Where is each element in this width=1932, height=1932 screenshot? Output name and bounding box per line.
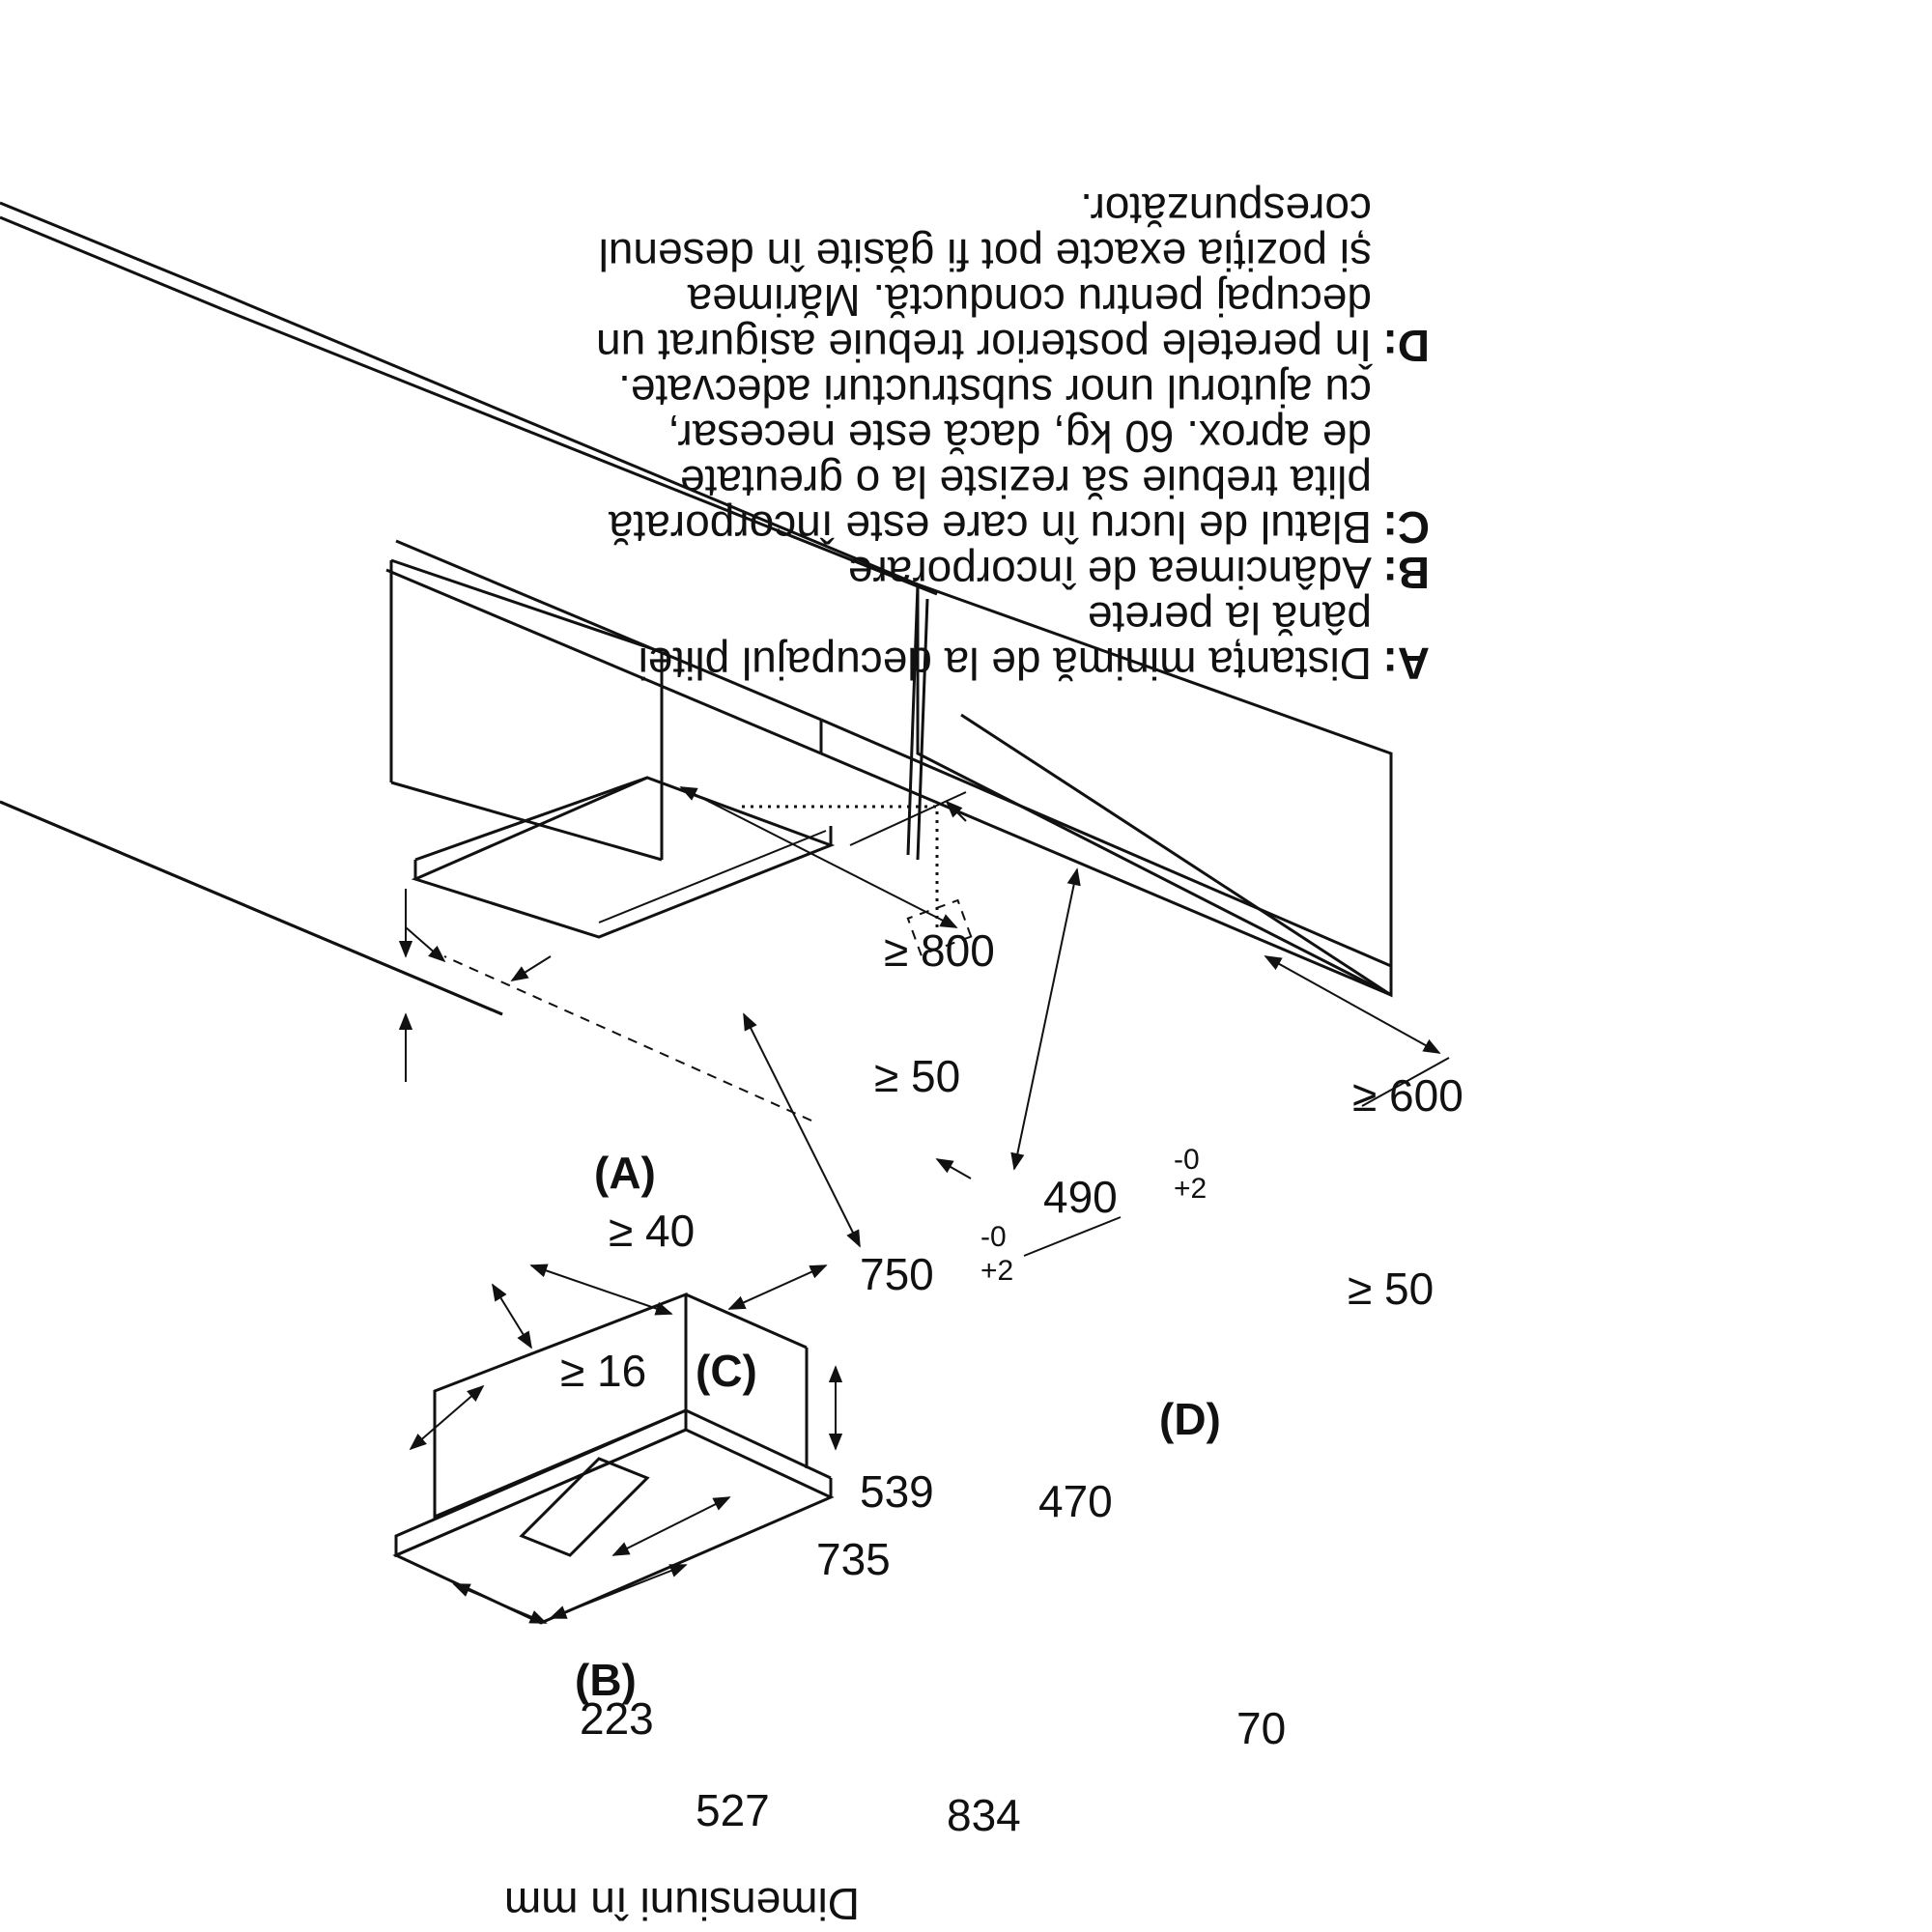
duct-cutout: [906, 898, 973, 956]
label-frame-height: 70: [1236, 1703, 1286, 1753]
dim-line-490: [1010, 867, 1081, 1171]
label-cutout-depth-tol-plus: +2: [1174, 1173, 1207, 1205]
dim-line-223: [409, 1384, 485, 1451]
label-glass-depth: 527: [696, 1785, 770, 1835]
label-cutout-width-tol-minus: -0: [980, 1221, 1007, 1253]
dim-line-600: [1264, 955, 1441, 1054]
worktop-front-edge-top: [820, 718, 1392, 968]
label-cutout-depth-tol-minus: -0: [1174, 1144, 1200, 1176]
label-unit-height-ref: (B): [575, 1655, 637, 1705]
label-min-wall-width: ≥ 800: [884, 925, 995, 976]
label-worktop-thickness: ≥ 16: [560, 1346, 646, 1396]
label-side-gap: ≥ 50: [1348, 1264, 1434, 1314]
hood-unit: [392, 1264, 843, 1625]
label-front-gap-ref: (A): [594, 1148, 656, 1198]
worktop-assembly: [0, 201, 1393, 1122]
label-glass-width: 834: [947, 1790, 1021, 1840]
worktop-front-line: [385, 568, 822, 755]
cabinet-top-edge-inner: [221, 307, 938, 596]
dimension-labels: ≥ 800 ≥ 50 ≥ 600 490 +2 -0 750 +2 -0 ≥ 5…: [560, 925, 1463, 1840]
dim-line-735: [492, 1283, 532, 1350]
label-unit-width-rear: 539: [860, 1466, 934, 1517]
label-front-gap: ≥ 40: [609, 1206, 695, 1256]
label-cutout-width: 750: [860, 1249, 934, 1299]
dashed-projection: [443, 955, 812, 1122]
cabinet-top-edge-ext: [0, 201, 213, 292]
label-cutout-width-tol-plus: +2: [980, 1255, 1013, 1287]
label-duct-ref: (D): [1159, 1394, 1221, 1444]
dim-line-527: [452, 1583, 548, 1624]
caption: Dimensiuni în mm: [503, 1879, 860, 1929]
label-worktop-ref: (C): [696, 1346, 757, 1396]
label-unit-height: 223: [580, 1693, 654, 1744]
dim-line-834: [549, 1564, 688, 1619]
label-back-gap: ≥ 50: [874, 1051, 960, 1101]
worktop-front-line-2: [395, 539, 822, 722]
dim-line-750: [743, 1012, 861, 1248]
label-unit-depth-rear: 470: [1038, 1476, 1113, 1526]
label-unit-width-mid: 735: [816, 1534, 891, 1584]
dim-line-470: [727, 1264, 828, 1310]
label-cutout-depth: 490: [1043, 1172, 1118, 1222]
dim-line-539: [529, 1264, 673, 1316]
hood-slot: [519, 1457, 650, 1557]
cabinet-top-edge: [212, 288, 919, 586]
dim-line-834-extent: [611, 1496, 731, 1556]
dimension-lines: [398, 786, 1450, 1257]
hood-glass-edge: [394, 1407, 688, 1558]
dim-line-800: [679, 786, 958, 928]
label-cabinet-depth: ≥ 600: [1352, 1070, 1463, 1121]
